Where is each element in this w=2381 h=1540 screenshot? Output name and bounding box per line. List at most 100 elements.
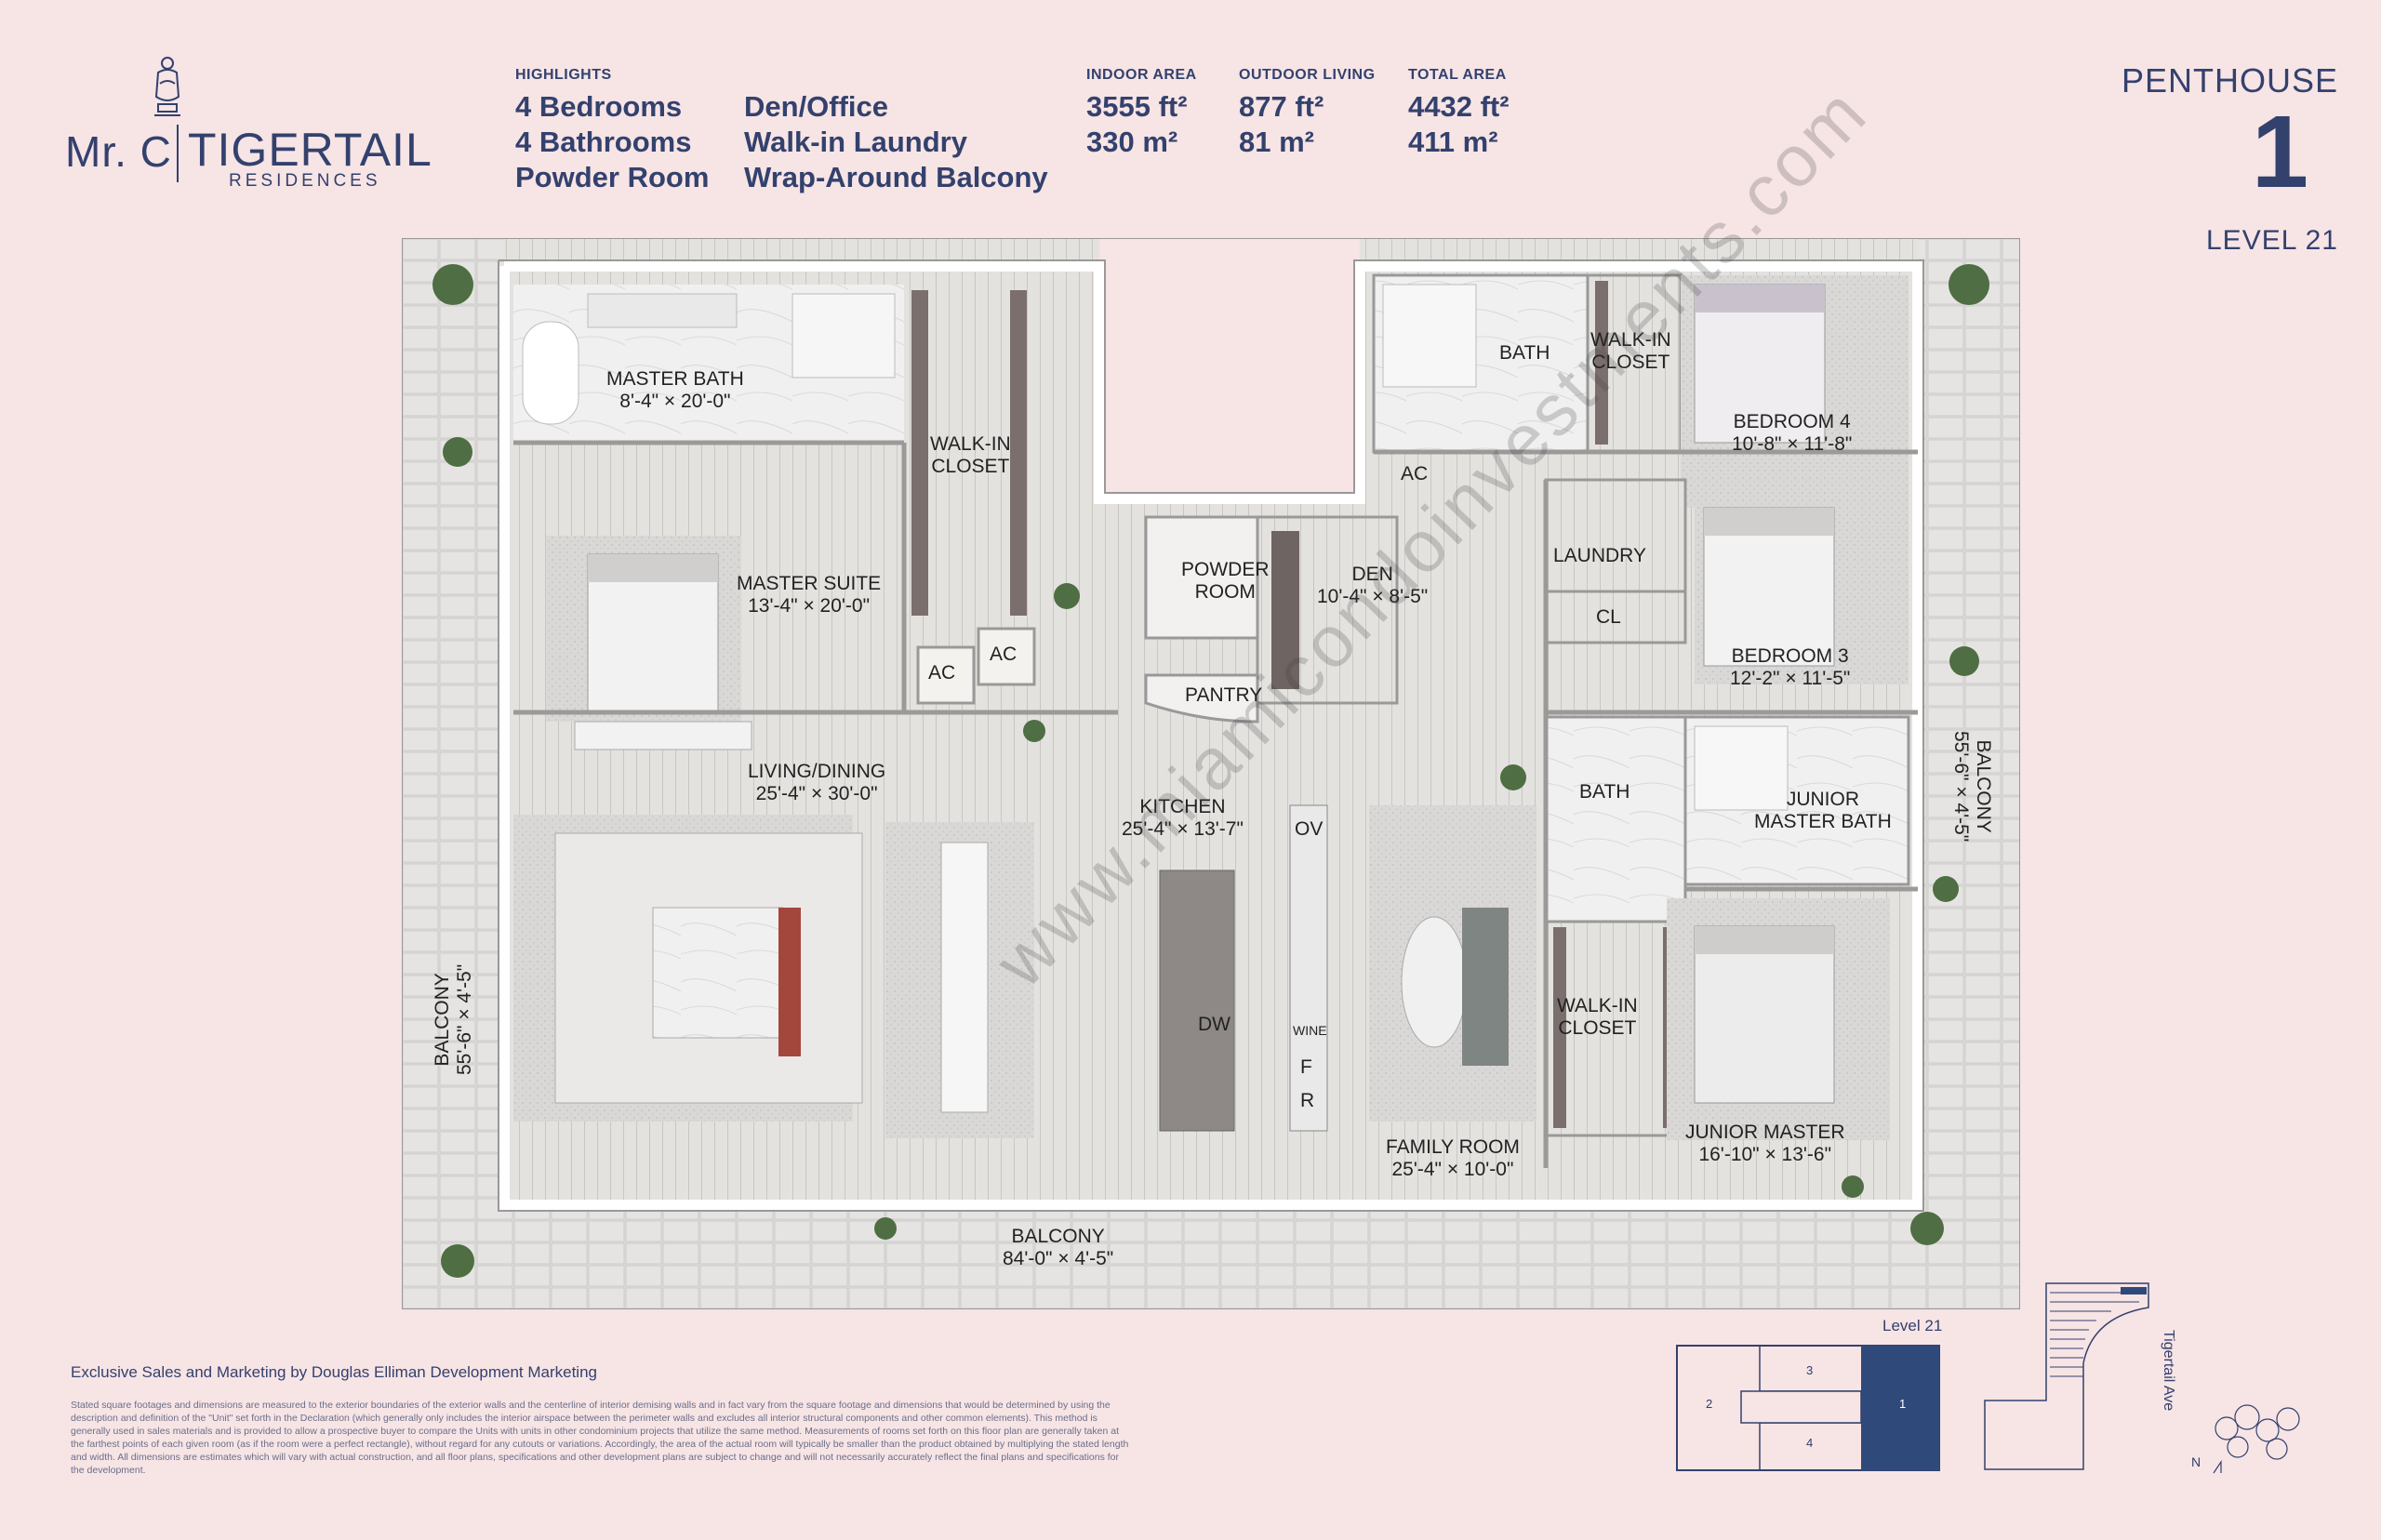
highlight-item: Wrap-Around Balcony: [744, 161, 1048, 193]
room-dim: 8'-4" × 20'-0": [619, 391, 731, 412]
area-m: 411 m²: [1408, 126, 1498, 158]
room-name-2: CLOSET: [1591, 352, 1670, 373]
room-name: POWDER: [1181, 559, 1270, 580]
room-name: MASTER BATH: [606, 368, 744, 390]
room-name: WALK-IN: [1590, 329, 1671, 351]
room-name: BEDROOM 3: [1731, 645, 1849, 667]
room-cl: CL: [1596, 606, 1621, 628]
appliance-f: F: [1300, 1056, 1312, 1078]
highlights-label: HIGHLIGHTS: [515, 67, 612, 83]
room-kitchen: KITCHEN 25'-4" × 13'-7": [1122, 796, 1244, 841]
north-arrow-icon: N: [2191, 1454, 2201, 1469]
area-ft: 877 ft²: [1239, 90, 1324, 123]
room-ac-3: AC: [1401, 463, 1429, 485]
highlight-item: Powder Room: [515, 161, 710, 193]
room-name: BALCONY: [1011, 1226, 1105, 1247]
room-name: BEDROOM 4: [1733, 411, 1851, 432]
room-bedroom-4: BEDROOM 4 10'-8" × 11'-8": [1732, 411, 1852, 456]
room-ac-1: AC: [928, 662, 956, 684]
room-name-2: CLOSET: [931, 456, 1010, 477]
key-plan-level: Level 21: [1882, 1317, 1943, 1334]
area-label: INDOOR AREA: [1086, 67, 1197, 83]
room-dim: 10'-4" × 8'-5": [1317, 586, 1429, 607]
room-name: JUNIOR: [1786, 789, 1859, 810]
indoor-area: INDOOR AREA 3555 ft² 330 m²: [1086, 67, 1197, 160]
bath-b-floor: [1544, 715, 1687, 923]
room-powder: POWDER ROOM: [1181, 559, 1270, 604]
ac-box-1: [916, 645, 976, 705]
brand-mrc: Mr. C: [65, 127, 172, 176]
room-name-2: CLOSET: [1558, 1017, 1637, 1039]
outdoor-area: OUTDOOR LIVING 877 ft² 81 m²: [1239, 67, 1376, 160]
key-unit-1: 1: [1899, 1397, 1907, 1411]
key-unit-3: 3: [1806, 1363, 1814, 1377]
room-walkin-closet-2: WALK-IN CLOSET: [1590, 329, 1671, 374]
key-plan-drawing: [1676, 1345, 1940, 1471]
tiger-crest-icon: [154, 57, 180, 116]
room-den: DEN 10'-4" × 8'-5": [1317, 564, 1428, 608]
balcony-left-floor: [402, 238, 504, 1309]
room-master-suite: MASTER SUITE 13'-4" × 20'-0": [737, 573, 881, 617]
room-dim: 13'-4" × 20'-0": [748, 595, 871, 617]
room-name: WALK-IN: [930, 433, 1011, 455]
ac-box-2: [977, 627, 1036, 686]
area-m: 81 m²: [1239, 126, 1314, 158]
site-plan-drawing: [1984, 1282, 2300, 1474]
balcony-bottom-floor: [402, 1205, 2020, 1309]
room-dim: 25'-4" × 10'-0": [1391, 1159, 1514, 1180]
room-walkin-closet-1: WALK-IN CLOSET: [930, 433, 1011, 478]
appliance-r: R: [1300, 1090, 1315, 1111]
site-plan: N: [1981, 1280, 2316, 1475]
brand-logo: Mr. C TIGERTAIL RESIDENCES: [65, 56, 432, 195]
room-name: MASTER SUITE: [737, 573, 882, 594]
appliance-ov: OV: [1295, 818, 1324, 840]
disclaimer: Stated square footages and dimensions ar…: [71, 1400, 1129, 1476]
room-bedroom-3: BEDROOM 3 12'-2" × 11'-5": [1730, 645, 1850, 690]
room-name: FAMILY ROOM: [1386, 1136, 1520, 1158]
room-balcony-left: BALCONY 55'-6" × 4'-5": [432, 964, 476, 1075]
kitchen-island: [1159, 870, 1235, 1132]
room-name-2: MASTER BATH: [1754, 811, 1892, 832]
floor-plan: MASTER BATH 8'-4" × 20'-0" WALK-IN CLOSE…: [401, 71, 2021, 1310]
brand-divider: [177, 125, 179, 182]
floor-plan-drawing: [401, 237, 2021, 1310]
room-dim: 12'-2" × 11'-5": [1730, 668, 1851, 689]
walkin-closet-3-floor: [1544, 920, 1687, 1137]
room-name: WALK-IN: [1557, 995, 1638, 1016]
cl-floor: [1544, 590, 1687, 644]
laundry-floor: [1544, 478, 1687, 593]
highlights-col2: Den/Office Walk-in Laundry Wrap-Around B…: [744, 89, 1048, 195]
room-name: KITCHEN: [1139, 796, 1226, 817]
total-area: TOTAL AREA 4432 ft² 411 m²: [1408, 67, 1510, 160]
room-master-bath: MASTER BATH 8'-4" × 20'-0": [606, 368, 744, 413]
area-ft: 4432 ft²: [1408, 90, 1510, 123]
key-plan: 1 2 3 4: [1676, 1345, 1940, 1471]
room-name: LIVING/DINING: [748, 761, 886, 782]
unit-type: PENTHOUSE: [2121, 61, 2338, 100]
highlight-item: 4 Bedrooms: [515, 90, 683, 123]
highlights-col1: 4 Bedrooms 4 Bathrooms Powder Room: [515, 89, 709, 195]
area-m: 330 m²: [1086, 126, 1178, 158]
appliance-dw: DW: [1198, 1014, 1230, 1035]
highlight-item: 4 Bathrooms: [515, 126, 692, 158]
room-name: BALCONY: [432, 973, 453, 1067]
room-dim: 55'-6" × 4'-5": [1950, 731, 1972, 843]
room-junior-master: JUNIOR MASTER 16'-10" × 13'-6": [1685, 1122, 1845, 1166]
room-name-2: ROOM: [1194, 581, 1256, 603]
area-label: OUTDOOR LIVING: [1239, 67, 1376, 83]
highlight-item: Den/Office: [744, 90, 889, 123]
room-dim: 55'-6" × 4'-5": [454, 963, 475, 1075]
room-dim: 16'-10" × 13'-6": [1698, 1144, 1832, 1165]
room-name: JUNIOR MASTER: [1685, 1122, 1845, 1143]
sales-credit: Exclusive Sales and Marketing by Douglas…: [71, 1363, 597, 1381]
room-name: DEN: [1351, 564, 1393, 585]
kitchen-counter: [1289, 804, 1328, 1132]
key-unit-2: 2: [1706, 1397, 1713, 1411]
key-unit-4: 4: [1806, 1436, 1814, 1450]
street-label: Tigertail Ave: [2161, 1330, 2176, 1412]
brand-name: TIGERTAIL: [188, 124, 432, 176]
room-pantry: PANTRY: [1185, 684, 1263, 706]
appliance-wine: WINE: [1293, 1023, 1327, 1038]
pantry-counter: [1144, 673, 1259, 724]
room-family: FAMILY ROOM 25'-4" × 10'-0": [1386, 1136, 1520, 1181]
